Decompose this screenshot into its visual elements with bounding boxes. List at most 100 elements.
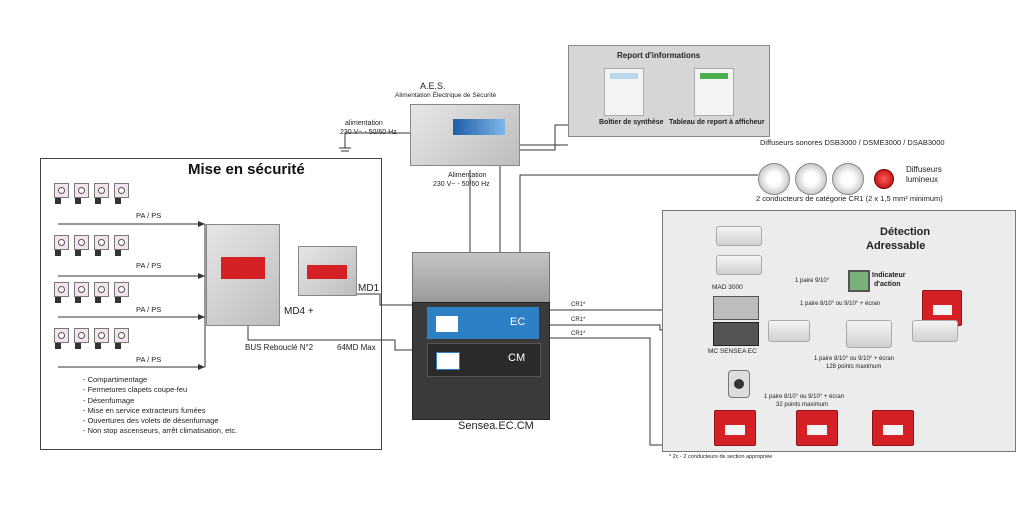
indicateur-2: d'action: [874, 281, 901, 288]
sounder-3: [832, 163, 864, 195]
detector-base: [55, 250, 61, 256]
paire3-label-1: 1 paire 8/10° ou 9/10° + écran: [814, 356, 895, 362]
mad-module: [713, 296, 759, 320]
detector-base: [75, 250, 81, 256]
function-item: - Compartimentage: [83, 375, 148, 384]
cr1-label-3: CR1*: [571, 331, 586, 337]
detector-base: [75, 198, 81, 204]
action-indicator: [848, 270, 870, 292]
diffuseurs-cable-label: 2 conducteurs de catégorie CR1 (2 x 1,5 …: [756, 194, 943, 203]
papsh-2: PA / PS: [136, 261, 162, 270]
smoke-detector: [114, 235, 129, 250]
indicateur-1: Indicateur: [872, 272, 906, 279]
smoke-detector: [74, 235, 89, 250]
function-item: - Ouvertures des volets de désenfumage: [83, 416, 219, 425]
aes-cabinet: [410, 104, 520, 166]
io-module: [728, 370, 750, 398]
ceiling-detector-1: [716, 226, 762, 246]
smoke-detector: [74, 282, 89, 297]
central-name: Sensea.EC.CM: [458, 420, 534, 432]
md-max-label: 64MD Max: [337, 343, 376, 352]
detector-base: [115, 250, 121, 256]
md4-label: MD4 +: [284, 306, 314, 317]
ceiling-detector-2: [716, 255, 762, 275]
cr1-label-2: CR1*: [571, 317, 586, 323]
ceiling-detector-5: [912, 320, 958, 342]
diffuseurs-lumineux-2: lumineux: [906, 175, 939, 184]
cm-module: [427, 343, 541, 377]
md4-module: [206, 224, 280, 326]
smoke-detector: [94, 183, 109, 198]
detector-base: [115, 297, 121, 303]
mad-label: MAD 3000: [712, 284, 743, 291]
smoke-detector: [54, 282, 69, 297]
aes-out-label-1: Alimentation: [448, 172, 487, 179]
detector-base: [55, 198, 61, 204]
ec-icon: [435, 315, 459, 333]
aes-title: A.E.S.: [420, 81, 446, 91]
smoke-detector: [74, 328, 89, 343]
paire2-label: 1 paire 8/10° ou 9/10° + écran: [800, 301, 881, 307]
function-item: - Mise en service extracteurs fumées: [83, 405, 206, 415]
report-item2: Tableau de report à afficheur: [669, 119, 765, 126]
aes-in-label-2: 230 V~ - 50/60 Hz: [340, 129, 397, 136]
sounder-1: [758, 163, 790, 195]
smoke-detector: [94, 328, 109, 343]
detection-title-1: Détection: [880, 226, 931, 238]
papsh-1: PA / PS: [136, 211, 162, 220]
io-module-lens: [734, 379, 744, 389]
smoke-detector: [54, 235, 69, 250]
papsh-3: PA / PS: [136, 305, 162, 314]
report-box: Report d'informations Boîtier de synthès…: [568, 45, 770, 137]
detector-base: [95, 198, 101, 204]
md4-red-panel: [221, 257, 265, 279]
paire4-label-2: 32 points maximum: [776, 402, 829, 408]
detector-base: [95, 250, 101, 256]
detection-title-2: Adressable: [866, 240, 926, 252]
sounder-2: [795, 163, 827, 195]
manual-call-point-3: [796, 410, 838, 446]
ceiling-detector-4: [846, 320, 892, 348]
mise-title: Mise en sécurité: [188, 161, 305, 178]
detector-base: [115, 198, 121, 204]
detector-base: [95, 297, 101, 303]
ceiling-detector-3: [768, 320, 810, 342]
function-item: - Non stop ascenseurs, arrêt climatisati…: [83, 426, 238, 436]
cr1-label-1: CR1*: [571, 302, 586, 308]
report-panel: [694, 68, 734, 116]
aes-display: [453, 119, 505, 135]
detector-base: [75, 343, 81, 349]
smoke-detector: [114, 328, 129, 343]
bus-label: BUS Rebouclé N°2: [245, 343, 314, 352]
papsh-4: PA / PS: [136, 355, 162, 364]
ec-module: [427, 307, 539, 339]
smoke-detector: [114, 282, 129, 297]
function-item: - Désenfumage: [83, 395, 135, 405]
synthese-box: [604, 68, 644, 116]
synthese-screen: [610, 73, 638, 79]
detector-base: [55, 297, 61, 303]
ec-label: EC: [510, 316, 526, 328]
manual-call-point-2: [714, 410, 756, 446]
aes-in-label-1: alimentation: [345, 120, 383, 127]
mise-en-securite-box: [40, 158, 382, 450]
aes-subtitle: Alimentation Électrique de Sécurité: [395, 92, 497, 99]
paire4-label-1: 1 paire 8/10° ou 9/10° + écran: [764, 394, 845, 400]
flash-beacon: [874, 169, 894, 189]
report-panel-screen: [700, 73, 728, 79]
md1-red-panel: [307, 265, 347, 279]
paire3-label-2: 128 points maximum: [826, 364, 882, 370]
central-unit: [412, 302, 550, 420]
report-title: Report d'informations: [617, 51, 701, 60]
central-top: [412, 252, 550, 304]
md1-label: MD1: [358, 283, 380, 294]
footnote: * 2c - 2 conducteurs de section appropri…: [669, 454, 773, 460]
paire1-label: 1 paire 9/10°: [795, 278, 830, 284]
cm-icon: [436, 352, 460, 370]
detector-base: [75, 297, 81, 303]
detector-base: [115, 343, 121, 349]
diffuseurs-sonores-label: Diffuseurs sonores DSB3000 / DSME3000 / …: [760, 138, 945, 147]
diffuseurs-lumineux-1: Diffuseurs: [906, 165, 942, 174]
report-item1: Boîtier de synthèse: [599, 119, 664, 126]
